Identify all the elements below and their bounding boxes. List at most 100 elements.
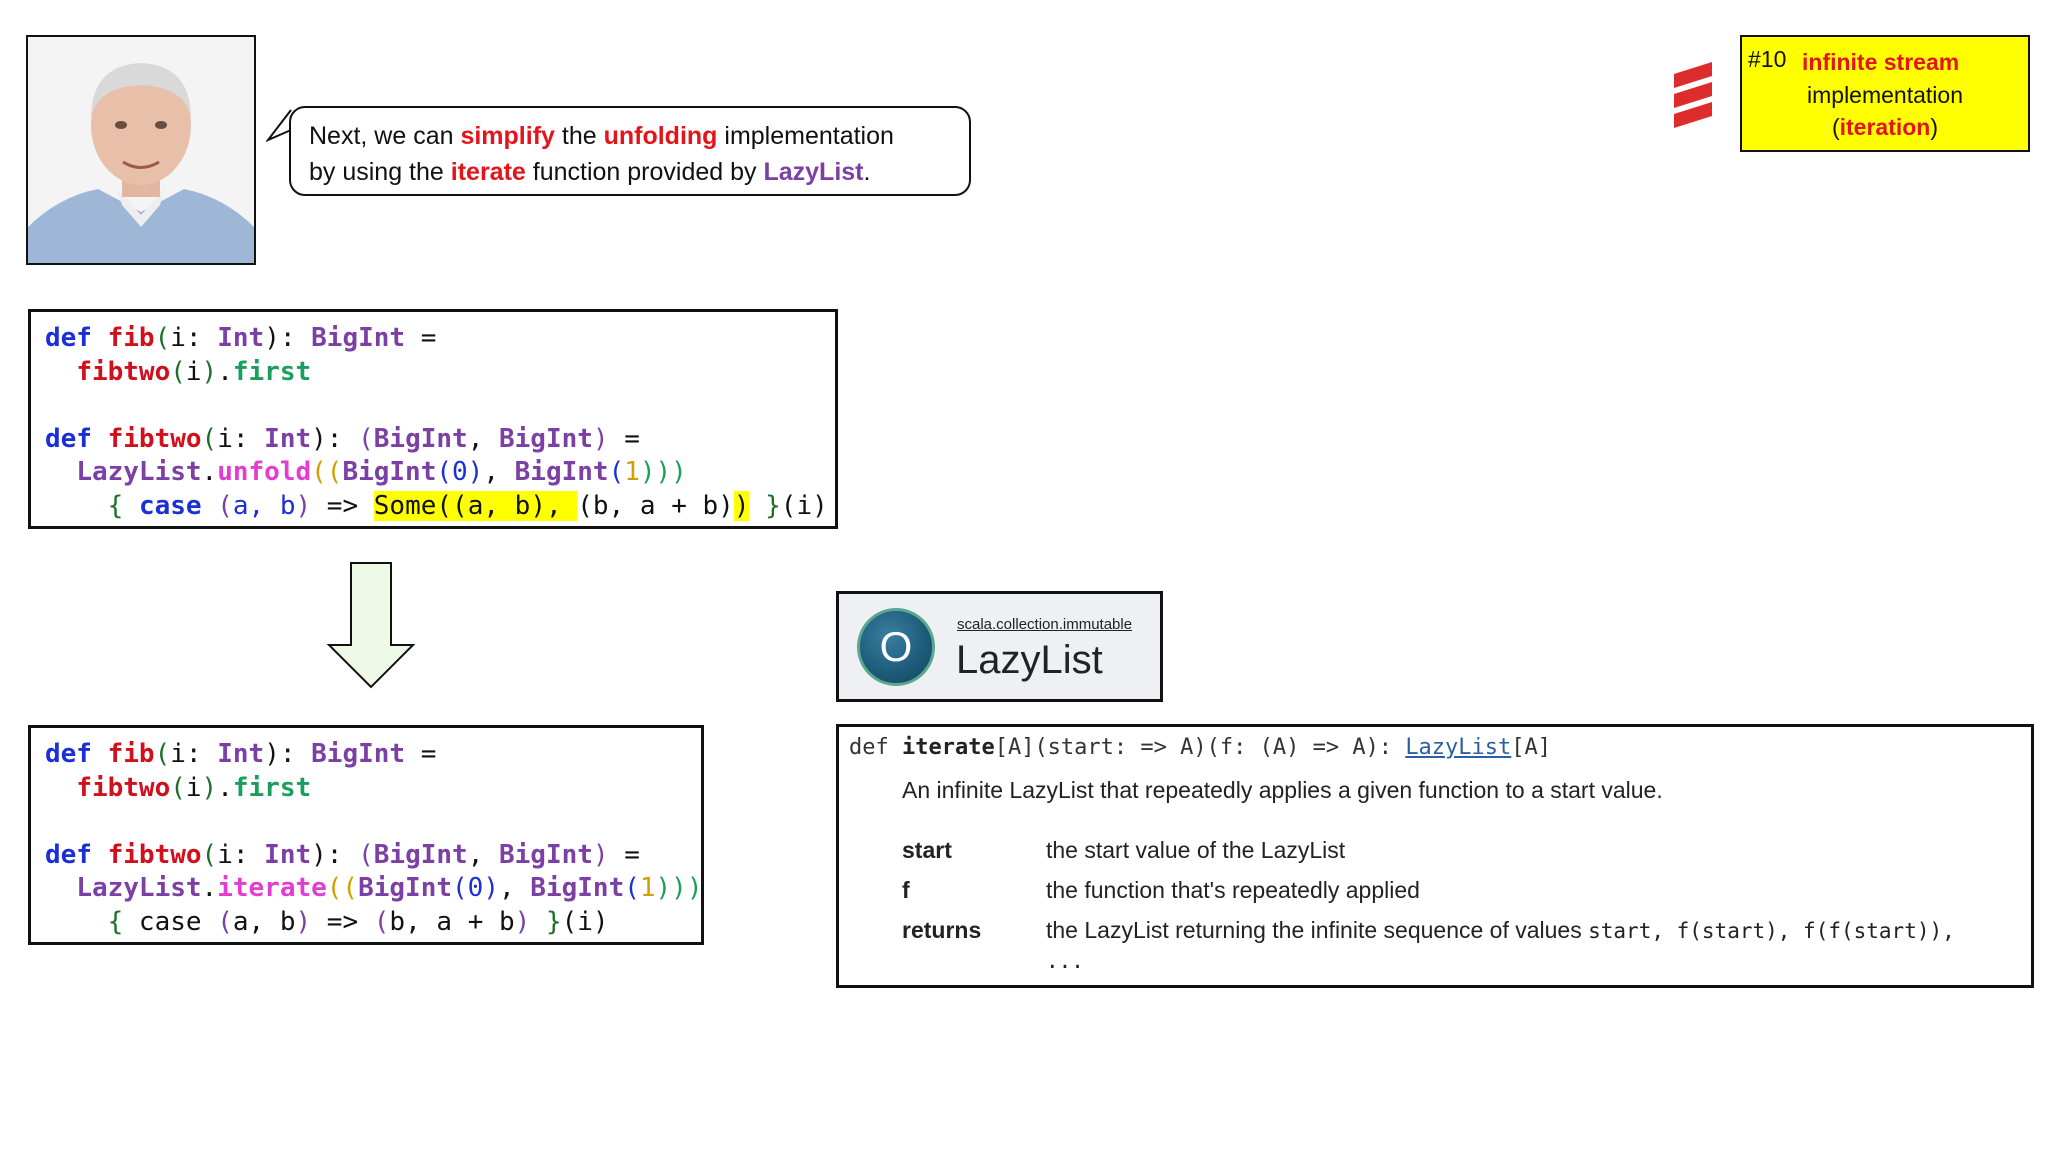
presenter-photo xyxy=(26,35,256,265)
code-token: fib xyxy=(107,323,155,353)
code-token: ( xyxy=(624,873,640,903)
lazylist-doc-header: O scala.collection.immutable LazyList xyxy=(836,591,1163,702)
topic-badge: #10 infinite stream implementation (iter… xyxy=(1740,35,2030,152)
code-token: , xyxy=(467,423,499,454)
code-token: ( xyxy=(358,423,374,454)
code-token: 1 xyxy=(624,457,640,487)
code-token: ( xyxy=(358,839,374,870)
code-token: (i) xyxy=(561,906,609,937)
code-token: Int xyxy=(217,323,265,353)
line1-segment: unfolding xyxy=(603,122,718,150)
line1-segment: implementation xyxy=(717,122,894,150)
code-token: ( xyxy=(154,323,171,353)
code-token: i xyxy=(185,772,202,803)
code-token: i: xyxy=(217,839,265,870)
code-line: def fibtwo(i: Int): (BigInt, BigInt) = xyxy=(45,839,701,873)
code-token xyxy=(749,491,765,521)
code-token: ) xyxy=(483,873,499,903)
code-token: b, a + b xyxy=(389,906,515,937)
code-token: Int xyxy=(264,423,312,454)
code-token: . xyxy=(217,772,233,803)
code-token xyxy=(45,873,76,903)
code-token: i: xyxy=(170,323,218,353)
code-token xyxy=(45,491,108,521)
code-token: => xyxy=(311,490,374,521)
line2-segment: function provided by xyxy=(525,158,764,186)
code-token: , xyxy=(483,457,515,487)
code-token: first xyxy=(232,356,312,387)
bubble-line-1: Next, we can simplify the unfolding impl… xyxy=(309,118,951,154)
code-token: ( xyxy=(170,772,186,803)
code-token: ( xyxy=(452,873,468,903)
code-token: ): xyxy=(264,739,312,769)
code-token xyxy=(45,773,76,803)
code-token: fibtwo xyxy=(76,772,171,803)
code-token: ( xyxy=(217,490,233,521)
code-token: = xyxy=(405,739,437,769)
code-token: BigInt xyxy=(514,457,609,487)
code-token: ) xyxy=(592,423,609,454)
line2-segment: . xyxy=(863,158,871,186)
code-token: ( xyxy=(373,906,390,937)
code-token: (b, a + b) xyxy=(577,490,734,521)
code-token xyxy=(92,323,108,353)
badge-title: infinite stream xyxy=(1802,49,1960,75)
class-name: LazyList xyxy=(956,638,1103,682)
code-line: def fib(i: Int): BigInt = xyxy=(45,738,701,772)
code-token: { xyxy=(107,490,124,521)
code-token: case xyxy=(123,906,218,937)
code-line: fibtwo(i).first xyxy=(45,772,701,806)
code-token xyxy=(92,840,108,870)
returns-ellipsis: ... xyxy=(1046,949,1084,973)
param-desc-f: the function that's repeatedly applied xyxy=(1046,877,1420,903)
code-token: ( xyxy=(217,906,233,937)
code-token: . xyxy=(201,873,218,903)
code-token: BigInt xyxy=(358,873,453,903)
code-token: ( xyxy=(170,356,186,387)
iterate-doc-panel: def iterate[A](start: => A)(f: (A) => A)… xyxy=(836,724,2034,988)
bubble-tail xyxy=(266,109,292,142)
code-token: (( xyxy=(326,873,359,903)
speech-bubble: Next, we can simplify the unfolding impl… xyxy=(289,106,971,196)
scala-logo-icon xyxy=(1674,62,1712,128)
code-line: { case (a, b) => Some((a, b), (b, a + b)… xyxy=(45,490,835,524)
code-token: = xyxy=(608,423,640,454)
code-line: fibtwo(i).first xyxy=(45,356,835,390)
line2-segment: iterate xyxy=(450,158,526,186)
line2-segment: by using the xyxy=(309,158,451,186)
code-token: = xyxy=(405,323,437,353)
code-token: (i) xyxy=(780,490,828,521)
code-token: ))) xyxy=(639,457,687,487)
param-desc-start: the start value of the LazyList xyxy=(1046,837,1346,863)
code-token: => xyxy=(311,906,374,937)
code-token xyxy=(202,491,218,521)
code-block-unfold: def fib(i: Int): BigInt = fibtwo(i).firs… xyxy=(28,309,838,529)
code-token: ( xyxy=(608,457,625,487)
package-path-link[interactable]: scala.collection.immutable xyxy=(957,616,1133,633)
code-token: ) xyxy=(733,490,750,521)
code-token: iterate xyxy=(217,873,327,903)
code-token: 1 xyxy=(639,873,656,903)
code-token: BigInt xyxy=(530,873,625,903)
code-line xyxy=(45,805,701,839)
lazylist-type-link[interactable]: LazyList xyxy=(1405,735,1512,760)
code-token: ) xyxy=(592,839,609,870)
code-token: , xyxy=(467,839,499,870)
code-token: . xyxy=(201,457,218,487)
code-token: ) xyxy=(514,906,531,937)
code-token: BigInt xyxy=(373,423,468,454)
code-token: (( xyxy=(311,457,343,487)
badge-note: (iteration) xyxy=(1831,114,1939,140)
code-token: Int xyxy=(264,839,312,870)
method-description: An infinite LazyList that repeatedly app… xyxy=(902,777,1663,803)
badge-subtitle: implementation xyxy=(1807,82,1963,108)
code-token xyxy=(530,907,546,937)
code-token: fibtwo xyxy=(76,356,171,387)
param-name-start: start xyxy=(902,837,952,863)
code-token: } xyxy=(765,490,781,521)
code-token: ): xyxy=(311,423,359,454)
returns-desc: the LazyList returning the infinite sequ… xyxy=(1046,917,1955,943)
code-line: LazyList.iterate((BigInt(0), BigInt(1))) xyxy=(45,872,702,906)
param-name-f: f xyxy=(902,877,910,903)
line1-segment: Next, we can xyxy=(309,122,461,150)
